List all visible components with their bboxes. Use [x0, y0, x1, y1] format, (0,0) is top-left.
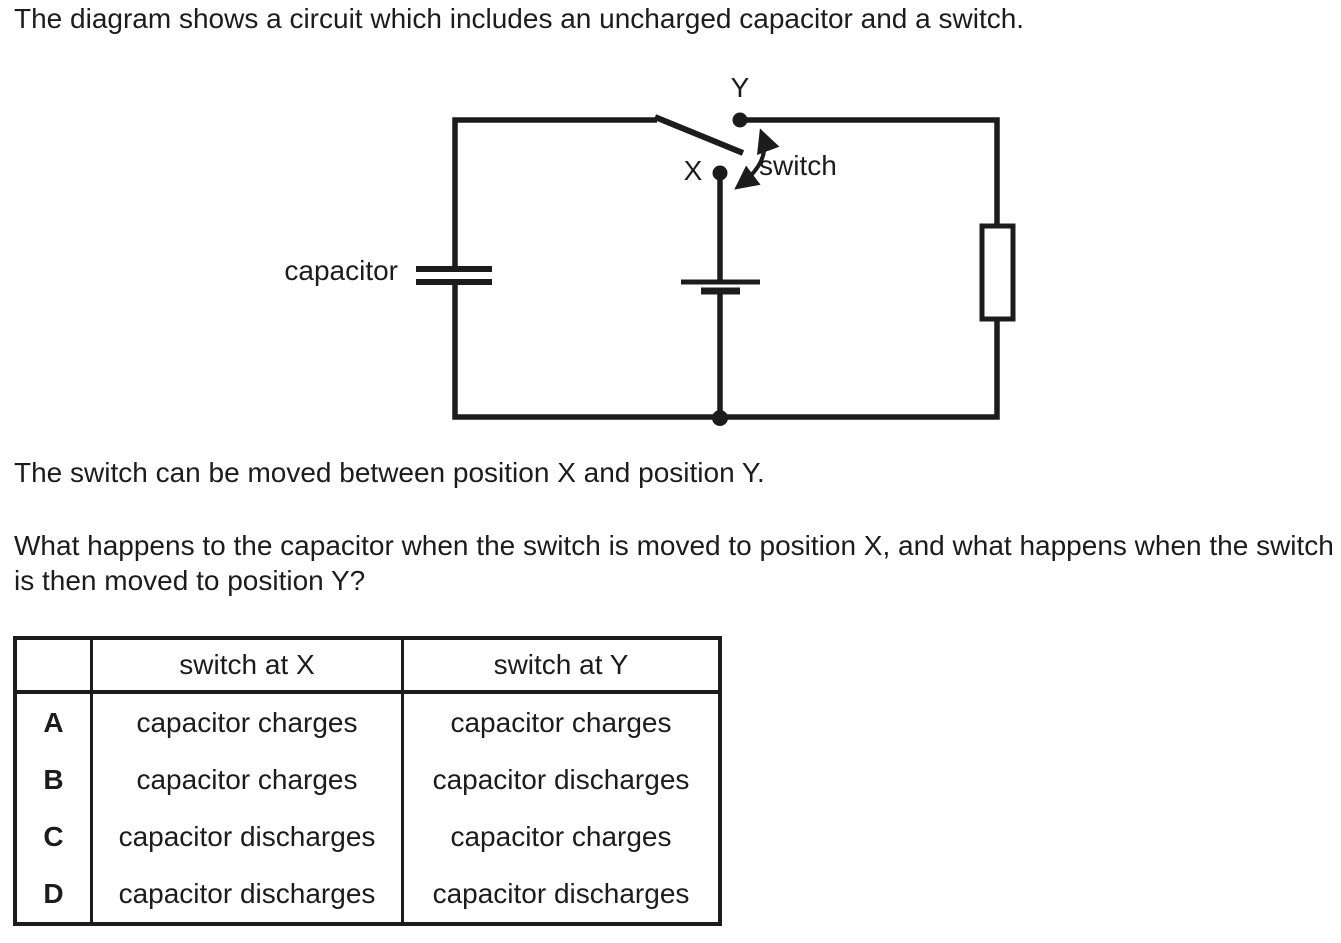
intro-text: The diagram shows a circuit which includ… — [14, 3, 1025, 34]
option-d-switch-at-x: capacitor discharges — [93, 865, 404, 922]
position-y-label: Y — [730, 72, 750, 103]
contact-y-dot — [732, 112, 748, 128]
option-letter-b: B — [17, 751, 93, 808]
capacitor-label: capacitor — [284, 255, 398, 286]
junction-dot — [712, 410, 728, 426]
table-corner-cell — [17, 640, 93, 694]
switch-lever — [653, 114, 745, 156]
switch-label: switch — [759, 150, 837, 181]
wire-bottom-loop — [452, 283, 1000, 420]
option-letter-d: D — [17, 865, 93, 922]
resistor — [979, 223, 1016, 322]
table-header-switch-at-x: switch at X — [93, 640, 404, 694]
option-letter-a: A — [17, 694, 93, 751]
option-letter-c: C — [17, 808, 93, 865]
option-a-switch-at-y: capacitor charges — [450, 706, 672, 738]
wire-top-left — [452, 117, 657, 268]
answer-table: switch at X switch at Y A capacitor char… — [13, 636, 722, 926]
option-c-switch-at-x: capacitor discharges — [93, 808, 404, 865]
position-x-label: X — [683, 155, 703, 186]
option-a-switch-at-x: capacitor charges — [93, 694, 404, 751]
option-d-switch-at-y: capacitor discharges — [432, 877, 690, 909]
option-b-switch-at-x: capacitor charges — [93, 751, 404, 808]
question-text: What happens to the capacitor when the s… — [14, 530, 1334, 596]
option-c-switch-at-y: capacitor charges — [450, 820, 672, 852]
table-header-switch-at-y: switch at Y — [404, 640, 718, 694]
option-b-switch-at-y: capacitor discharges — [432, 763, 690, 795]
contact-x-dot — [712, 165, 728, 181]
note-text: The switch can be moved between position… — [14, 457, 765, 488]
